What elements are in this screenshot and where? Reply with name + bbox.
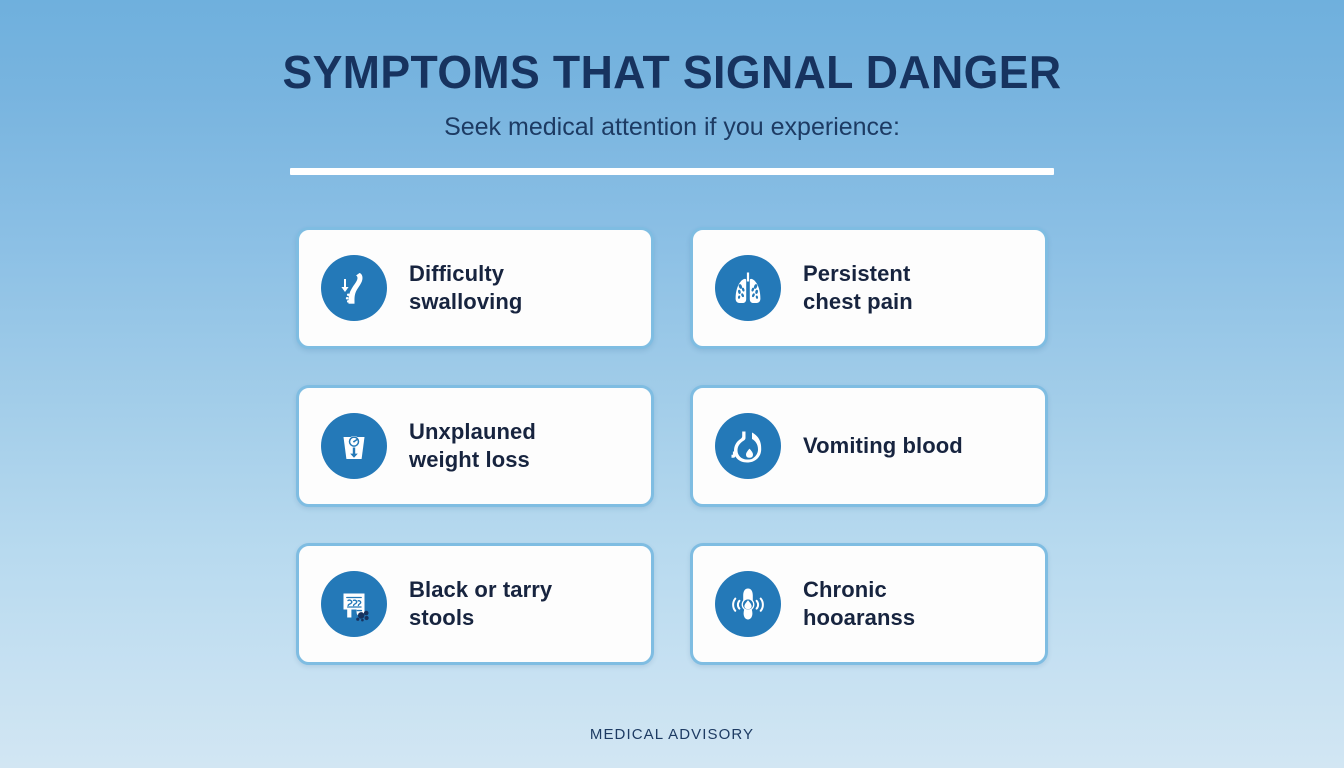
symptom-card[interactable]: Persistent chest pain	[690, 226, 1048, 349]
page-title: SYMPTOMS THAT SIGNAL DANGER	[282, 46, 1062, 98]
footer-label: MEDICAL ADVISORY	[589, 726, 755, 743]
esophagus-down-arrow-icon	[321, 254, 387, 321]
page-subtitle: Seek medical attention if you experience…	[444, 113, 900, 142]
symptom-card[interactable]: Difficulty swalloving	[296, 226, 654, 349]
symptom-card[interactable]: Chronic hooaranss	[690, 542, 1048, 665]
symptom-label: Chronic hooaranss	[803, 576, 916, 630]
intestine-dots-icon	[321, 570, 387, 637]
symptom-label: Black or tarry stools	[409, 576, 553, 630]
symptom-label: Unxplauned weight loss	[409, 418, 536, 472]
footer: MEDICAL ADVISORY	[0, 726, 1344, 744]
lungs-icon	[715, 254, 781, 321]
symptom-card[interactable]: Unxplauned weight loss	[296, 384, 654, 507]
stomach-droplet-icon	[715, 412, 781, 479]
symptom-card[interactable]: Vomiting blood	[690, 384, 1048, 507]
symptom-label: Persistent chest pain	[803, 260, 913, 314]
symptom-label: Vomiting blood	[803, 432, 963, 458]
larynx-soundwaves-icon	[715, 570, 781, 637]
header-divider	[290, 167, 1054, 175]
symptom-card-grid: Difficulty swalloving	[296, 226, 1048, 665]
header: SYMPTOMS THAT SIGNAL DANGER Seek medical…	[0, 0, 1344, 175]
symptom-label: Difficulty swalloving	[409, 260, 523, 314]
weight-scale-down-arrow-icon	[321, 412, 387, 479]
symptom-card[interactable]: Black or tarry stools	[296, 542, 654, 665]
